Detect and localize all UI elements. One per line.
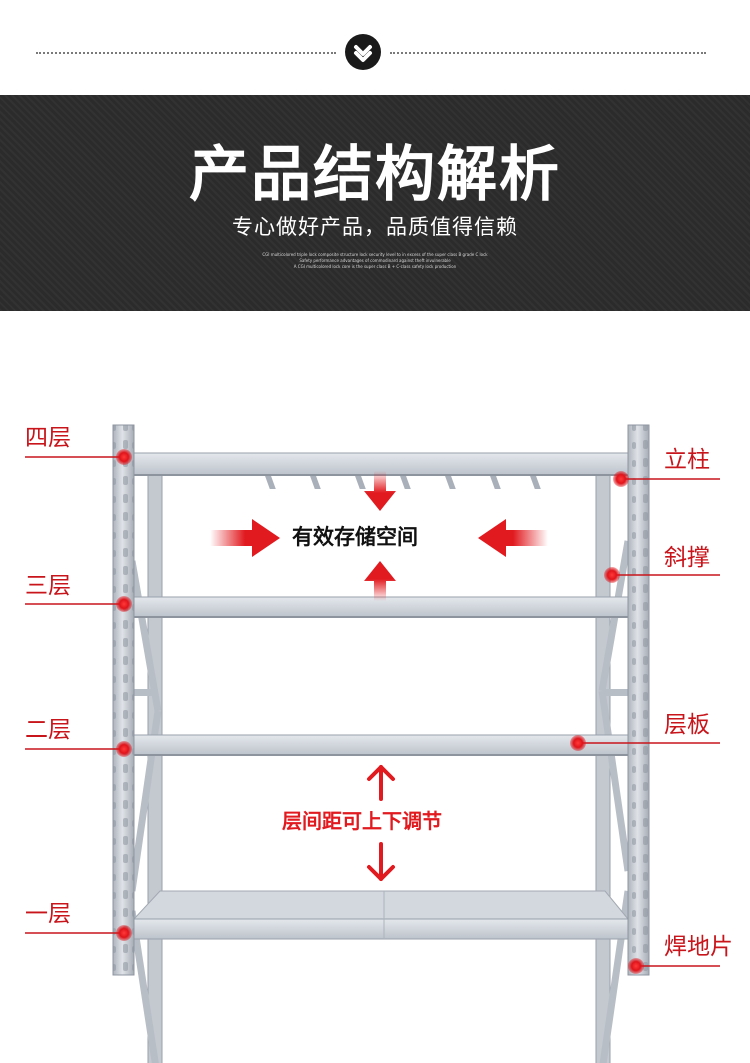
chevron-down-icon <box>345 34 381 70</box>
banner-fine-print-2: Safety performance advantages of commodi… <box>299 258 451 263</box>
red-dot-marker-group <box>116 449 644 974</box>
shelf-structure-diagram: 四层 三层 二层 一层 立柱 斜撑 层板 焊地片 有效存储空间 层间距可上下调节 <box>0 311 750 1063</box>
dotted-divider-left <box>36 52 336 54</box>
label-diagonal-brace: 斜撑 <box>664 545 710 571</box>
banner-subtitle: 专心做好产品，品质值得信赖 <box>232 215 518 239</box>
label-level-4: 四层 <box>25 425 71 451</box>
label-level-1: 一层 <box>25 901 71 927</box>
top-shelf-supports <box>263 473 541 489</box>
red-dot-marker <box>570 735 586 751</box>
side-crossbar-right <box>602 689 628 696</box>
callout-lines <box>25 456 720 967</box>
storage-space-arrows <box>210 471 548 601</box>
shelf-level-1 <box>132 890 630 940</box>
banner-title: 产品结构解析 <box>189 140 561 210</box>
arrow-left-icon <box>478 519 548 557</box>
side-crossbar-left <box>132 689 158 696</box>
red-dot-marker <box>116 596 132 612</box>
dotted-divider-right <box>390 52 706 54</box>
label-shelf-board: 层板 <box>664 712 710 738</box>
storage-space-text: 有效存储空间 <box>292 525 418 549</box>
banner-fine-print-3: A CGI multicolored lock core is the supe… <box>293 264 457 269</box>
red-dot-marker <box>116 741 132 757</box>
label-foot-plate: 焊地片 <box>664 934 733 960</box>
label-level-3: 三层 <box>25 573 71 599</box>
section-separator <box>0 0 750 95</box>
arrow-right-icon <box>210 519 280 557</box>
back-post-right <box>595 470 611 1063</box>
red-dot-marker <box>116 449 132 465</box>
front-post-right <box>627 424 650 976</box>
red-dot-marker <box>613 471 629 487</box>
shelf-level-2 <box>133 734 629 756</box>
red-dot-marker <box>628 958 644 974</box>
front-post-left <box>112 424 135 976</box>
diagonal-braces <box>128 540 632 1063</box>
banner-fine-print-1: CGI multicolored triple lock composite s… <box>262 252 488 257</box>
red-dot-marker <box>116 925 132 941</box>
arrow-down-icon <box>364 471 396 511</box>
red-dot-marker <box>604 567 620 583</box>
shelf-rack-illustration <box>25 424 720 1063</box>
adjustable-spacing-text: 层间距可上下调节 <box>282 809 442 833</box>
arrow-up-icon <box>364 561 396 601</box>
label-level-2: 二层 <box>25 717 71 743</box>
adjustable-spacing-arrows <box>367 765 395 881</box>
title-banner: 产品结构解析 专心做好产品，品质值得信赖 CGI multicolored tr… <box>0 95 750 311</box>
label-upright-post: 立柱 <box>664 447 710 473</box>
